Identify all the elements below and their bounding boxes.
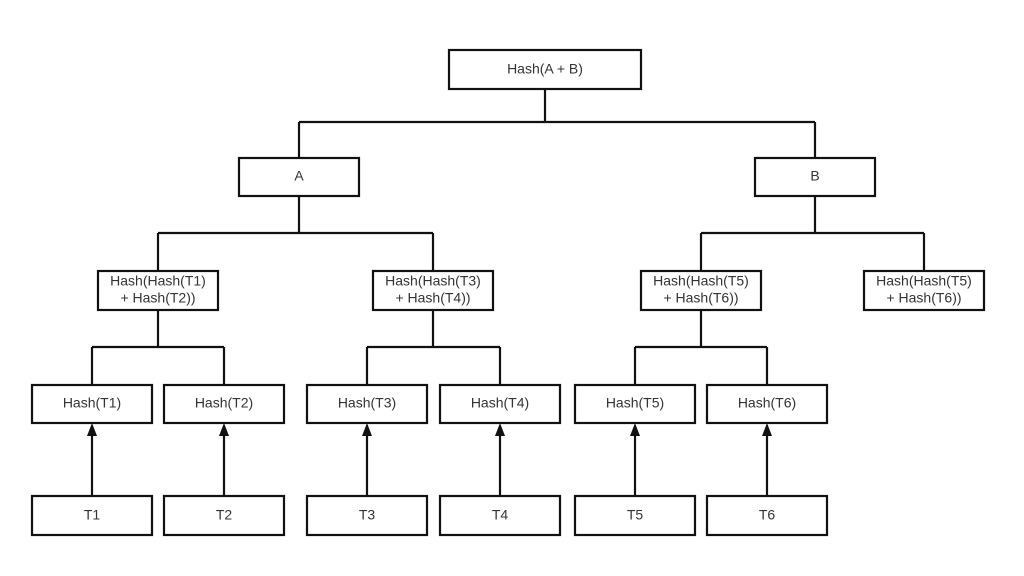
tree-connectors — [90, 89, 926, 385]
node-a-label: A — [294, 168, 304, 184]
arrow-t6 — [762, 423, 772, 496]
node-h56-line2: + Hash(T6)) — [663, 290, 738, 306]
arrow-t2 — [219, 423, 229, 496]
node-t2: T2 — [162, 494, 286, 537]
node-h56-duplicate: Hash(Hash(T5) + Hash(T6)) — [862, 269, 986, 312]
node-t3: T3 — [305, 494, 429, 537]
node-hash-t4: Hash(T4) — [438, 383, 562, 425]
node-h56: Hash(Hash(T5) + Hash(T6)) — [639, 269, 763, 312]
edge-root-to-ab — [297, 89, 817, 158]
node-t3-label: T3 — [359, 507, 376, 523]
edge-h12-to-leaves — [90, 310, 226, 385]
arrow-t5 — [630, 423, 640, 496]
node-h56-duplicate-line2: + Hash(T6)) — [886, 290, 961, 306]
node-b: B — [753, 156, 877, 198]
node-h56-duplicate-line1: Hash(Hash(T5) — [876, 273, 972, 289]
node-t6-label: T6 — [759, 507, 776, 523]
edge-h34-to-leaves — [365, 310, 502, 385]
node-h12-line2: + Hash(T2)) — [120, 290, 195, 306]
edge-b-to-children — [699, 196, 926, 271]
node-t4: T4 — [438, 494, 562, 537]
node-b-label: B — [810, 168, 819, 184]
node-hash-t5: Hash(T5) — [573, 383, 697, 425]
node-t6: T6 — [705, 494, 829, 537]
edge-h56-to-leaves — [633, 310, 769, 385]
node-hash-t2: Hash(T2) — [162, 383, 286, 425]
arrow-t1 — [87, 423, 97, 496]
node-hash-t1: Hash(T1) — [30, 383, 154, 425]
node-h34-line2: + Hash(T4)) — [395, 290, 470, 306]
arrow-t4 — [495, 423, 505, 496]
node-t1: T1 — [30, 494, 154, 537]
node-hash-t5-label: Hash(T5) — [606, 395, 664, 411]
arrow-t3 — [362, 423, 372, 496]
node-h12: Hash(Hash(T1) + Hash(T2)) — [96, 269, 220, 312]
node-h34-line1: Hash(Hash(T3) — [385, 273, 481, 289]
node-t5: T5 — [573, 494, 697, 537]
node-root: Hash(A + B) — [447, 48, 643, 91]
node-t5-label: T5 — [627, 507, 644, 523]
node-h56-line1: Hash(Hash(T5) — [653, 273, 749, 289]
node-h34: Hash(Hash(T3) + Hash(T4)) — [371, 269, 495, 312]
hash-arrows — [87, 423, 772, 496]
node-hash-t2-label: Hash(T2) — [195, 395, 253, 411]
edge-a-to-children — [156, 196, 435, 271]
node-root-label: Hash(A + B) — [507, 61, 583, 77]
node-hash-t3: Hash(T3) — [305, 383, 429, 425]
node-t4-label: T4 — [492, 507, 509, 523]
node-hash-t6: Hash(T6) — [705, 383, 829, 425]
node-hash-t4-label: Hash(T4) — [471, 395, 529, 411]
node-a: A — [237, 156, 361, 198]
node-hash-t1-label: Hash(T1) — [63, 395, 121, 411]
node-t1-label: T1 — [84, 507, 101, 523]
node-hash-t3-label: Hash(T3) — [338, 395, 396, 411]
node-h12-line1: Hash(Hash(T1) — [110, 273, 206, 289]
node-t2-label: T2 — [216, 507, 233, 523]
node-hash-t6-label: Hash(T6) — [738, 395, 796, 411]
